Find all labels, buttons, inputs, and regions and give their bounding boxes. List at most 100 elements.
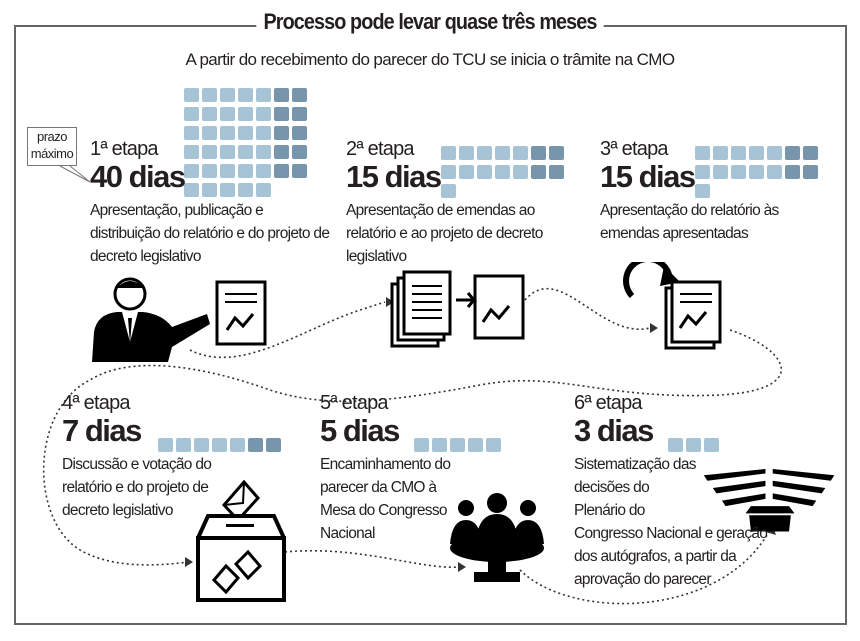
weekday-square [238,88,253,102]
weekday-square [713,165,728,179]
weekday-square [695,146,710,160]
stage-description: Apresentação de emendas ao relatório e a… [346,202,543,265]
stage-1: 1ª etapa 40 dias Apresentação, publicaçã… [90,138,335,268]
ballot-box-icon [196,480,286,602]
weekend-day-square [274,107,289,121]
stage-label: 6ª etapa [574,392,643,414]
weekend-day-square [785,146,800,160]
weekday-square [238,107,253,121]
weekend-day-square [803,146,818,160]
stage-duration: 15 dias [600,159,696,194]
weekend-day-square [274,126,289,140]
weekday-square [220,183,235,197]
weekday-square [238,183,253,197]
weekday-square [238,126,253,140]
weekday-square [238,164,253,178]
stage-6: 6ª etapa 3 dias Sistematização das decis… [574,392,774,591]
weekday-square [184,126,199,140]
weekday-square [486,438,501,452]
stage-description: Sistematização das decisões do Plenário … [574,456,768,588]
days-grid-stage-3 [695,146,818,198]
meeting-table-icon [450,493,544,582]
weekend-day-square [292,145,307,159]
stage-duration: 3 dias [574,413,654,448]
weekend-day-square [274,88,289,102]
weekend-day-square [266,438,281,452]
weekday-square [749,146,764,160]
days-grid-stage-2 [441,146,564,198]
weekend-day-square [274,145,289,159]
stage-label: 1ª etapa [90,138,159,160]
weekday-square [184,107,199,121]
stage-description-wrap: Sistematização das decisões do Plenário … [574,453,774,591]
weekday-square [450,438,465,452]
weekday-square [459,146,474,160]
weekday-square [414,438,429,452]
weekday-square [749,165,764,179]
subtitle: A partir do recebimento do parecer do TC… [185,50,676,69]
weekday-square [238,145,253,159]
weekday-square [176,438,191,452]
weekday-square [441,146,456,160]
weekday-square [695,165,710,179]
weekend-day-square [531,146,546,160]
weekday-square [668,438,683,452]
days-grid-stage-4 [158,438,281,452]
days-grid-stage-5 [414,438,537,452]
stage-4: 4ª etapa 7 dias Discussão e votação do r… [62,392,227,522]
weekday-square [212,438,227,452]
stage-label: 2ª etapa [346,138,415,160]
weekday-square [202,88,217,102]
weekday-square [459,165,474,179]
weekday-square [220,145,235,159]
refresh-document-icon [623,262,722,350]
stage-description: Apresentação, publicação e distribuição … [90,202,330,265]
weekend-day-square [292,88,307,102]
plenary-icon [703,468,835,532]
weekday-square [432,438,447,452]
weekend-day-square [274,164,289,178]
weekday-square [256,107,271,121]
weekday-square [202,164,217,178]
weekday-square [477,146,492,160]
days-grid-stage-6 [668,438,791,452]
stage-label: 3ª etapa [600,138,669,160]
weekday-square [256,164,271,178]
weekday-square [731,146,746,160]
weekday-square [202,145,217,159]
weekday-square [184,164,199,178]
weekday-square [184,145,199,159]
weekend-day-square [248,438,263,452]
weekday-square [202,126,217,140]
title: Processo pode levar quase três meses [256,9,604,35]
icon-spacer [696,453,774,522]
weekday-square [513,165,528,179]
weekday-square [256,126,271,140]
weekday-square [695,184,710,198]
stage-label: 4ª etapa [62,392,131,414]
weekend-day-square [785,165,800,179]
presenter-with-document-icon [92,277,267,362]
stage-2: 2ª etapa 15 dias Apresentação de emendas… [346,138,561,268]
stage-3: 3ª etapa 15 dias Apresentação do relatór… [600,138,800,245]
stage-duration: 7 dias [62,413,142,448]
weekday-square [713,146,728,160]
weekday-square [513,146,528,160]
weekday-square [477,165,492,179]
weekday-square [256,183,271,197]
weekday-square [441,184,456,198]
weekend-day-square [549,165,564,179]
weekend-day-square [803,165,818,179]
weekday-square [184,183,199,197]
weekday-square [441,165,456,179]
weekday-square [468,438,483,452]
weekend-day-square [292,126,307,140]
stage-description: Apresentação do relatório às emendas apr… [600,202,779,242]
stage-description: Encaminhamento do parecer da CMO à Mesa … [320,456,451,542]
weekday-square [230,438,245,452]
stage-label: 5ª etapa [320,392,389,414]
weekday-square [704,438,719,452]
weekday-square [202,107,217,121]
